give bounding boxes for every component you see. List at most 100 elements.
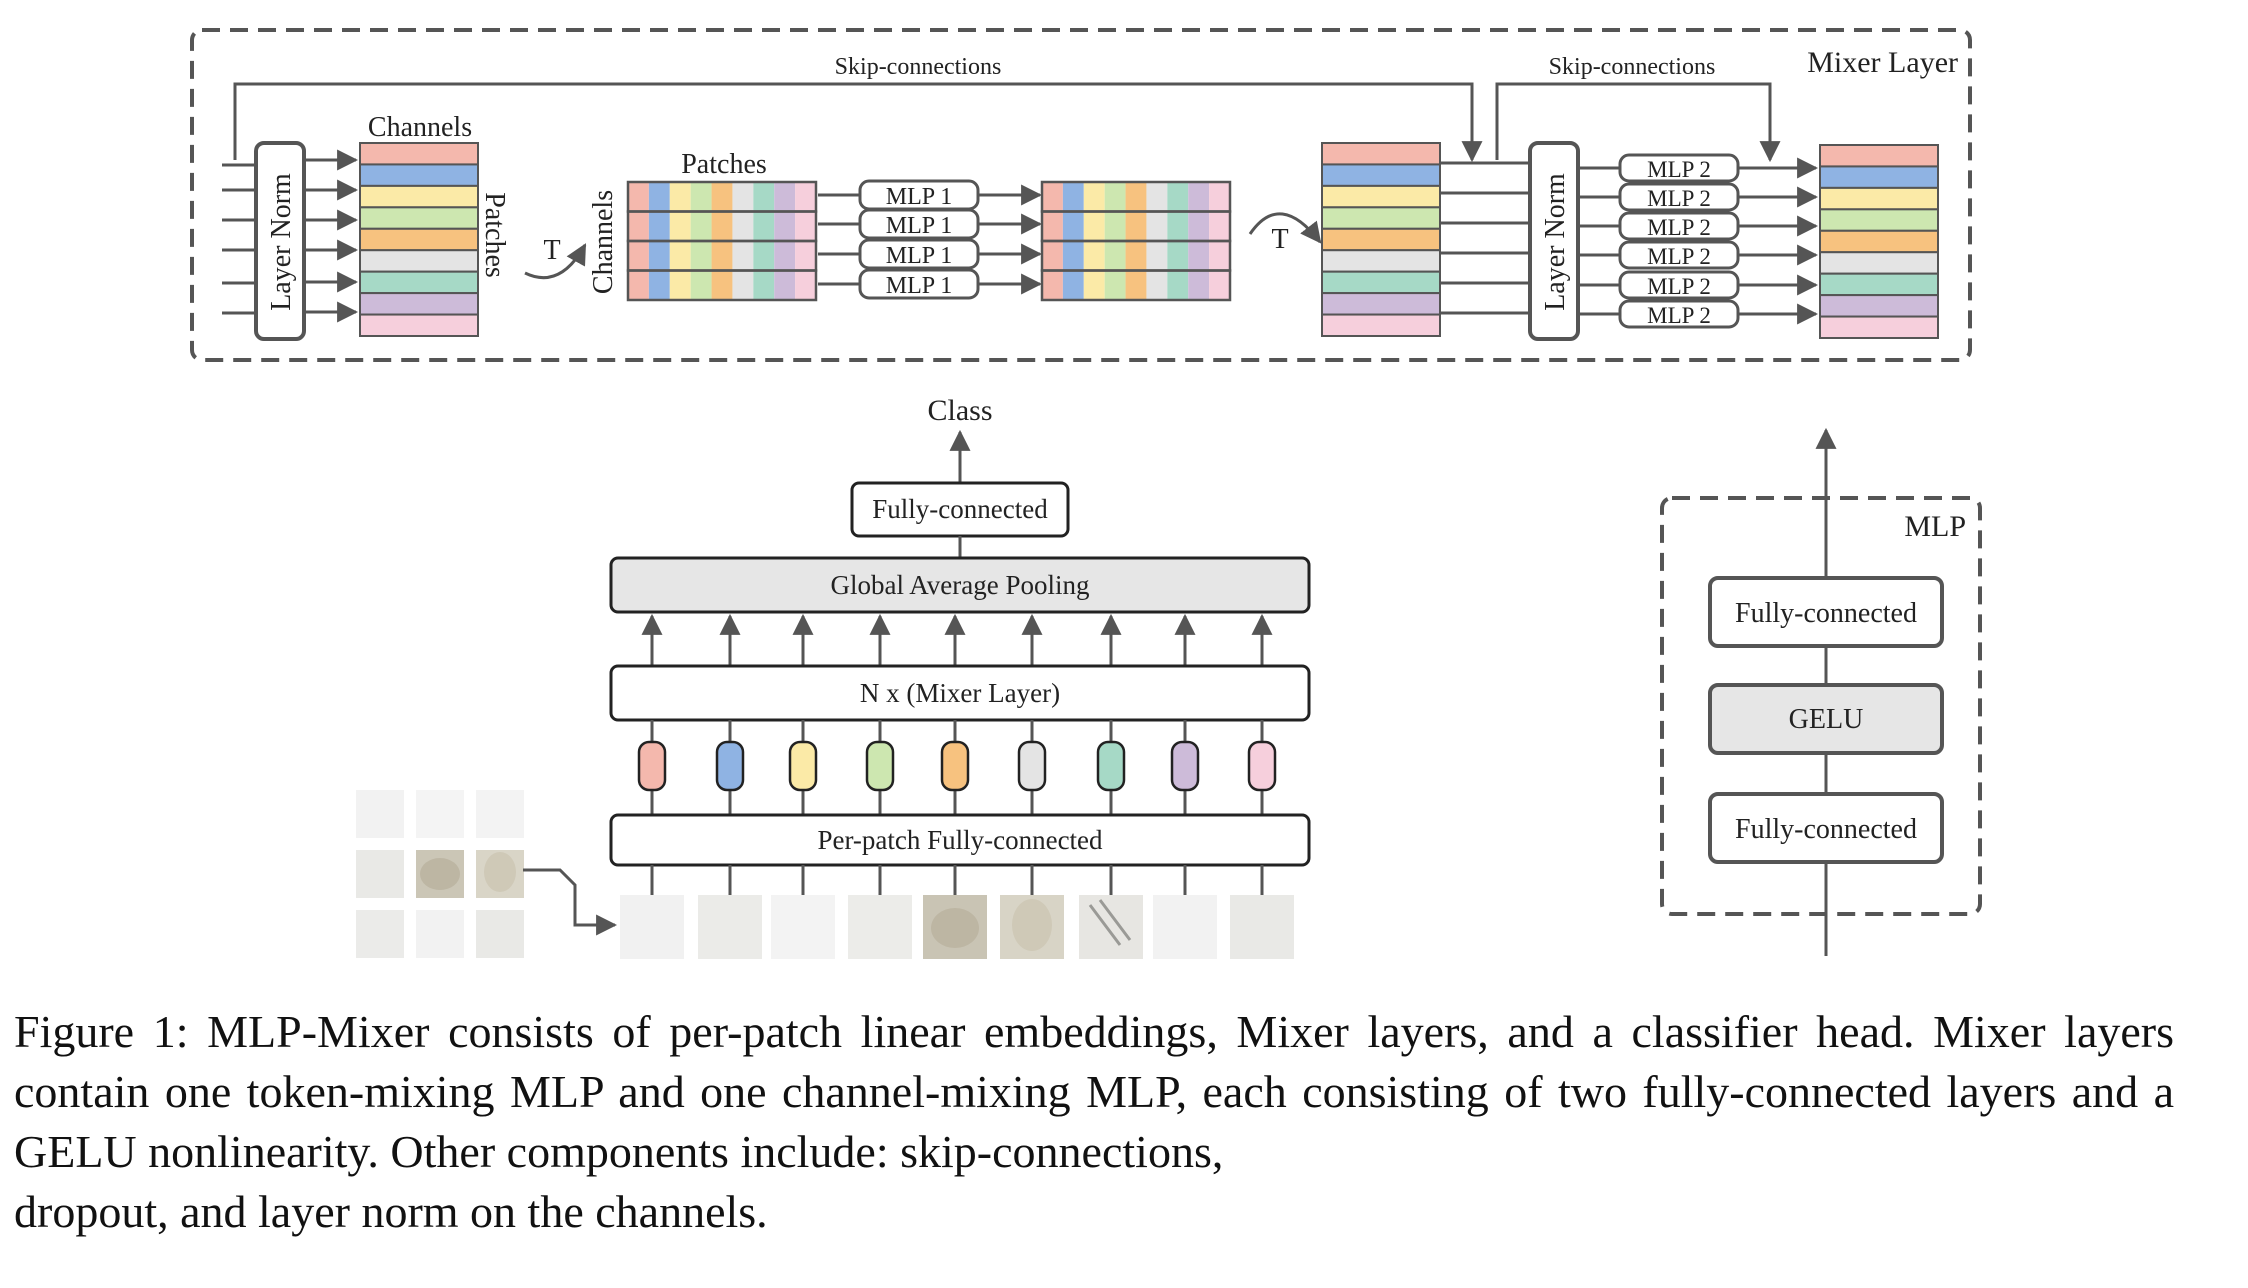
mixer-stack-box [609, 664, 1311, 722]
tbl1-row [359, 142, 479, 166]
image-grid-tile [356, 850, 404, 898]
mlp1-label-2: MLP 1 [886, 213, 952, 239]
tbl3-row-border [1040, 269, 1232, 302]
token-embeddings [637, 720, 1277, 815]
patch-tile [698, 895, 762, 959]
global-average-pooling-label: Global Average Pooling [831, 570, 1090, 600]
global-average-pooling-box [609, 556, 1311, 614]
transpose-2-arrow [1248, 212, 1322, 244]
token-embedding [1247, 740, 1277, 792]
image-grid-tile [356, 910, 404, 958]
mixer-layer-title: Mixer Layer [1807, 46, 1958, 79]
tbl4-row [1321, 184, 1441, 209]
image-grid-tile [476, 790, 524, 838]
mlp2-label-4: MLP 2 [1647, 244, 1711, 269]
mlp-gelu-label: GELU [1789, 704, 1864, 735]
input-lines [222, 163, 256, 315]
tbl5-row [1819, 272, 1939, 297]
tbl1-row [359, 270, 479, 295]
patch-whisk [1088, 899, 1132, 946]
per-patch-fc-label: Per-patch Fully-connected [817, 825, 1103, 855]
layer-norm-2 [1528, 141, 1580, 341]
mlp-fc-bottom-box [1708, 792, 1944, 864]
output-table-5 [1819, 144, 1939, 339]
mlp2-group: MLP 2 MLP 2 MLP 2 MLP 2 MLP 2 MLP 2 [1578, 153, 1819, 329]
image-grid-tile [416, 790, 464, 838]
patch-tile [848, 895, 912, 959]
mlp1-label-3: MLP 1 [886, 243, 952, 269]
table1-patches-label: Patches [479, 192, 510, 278]
patch-tile [1079, 895, 1143, 959]
mlp-fc-bottom-label: Fully-connected [1735, 814, 1917, 845]
tbl5-row [1819, 144, 1939, 168]
layer-norm-1 [254, 141, 306, 341]
tbl1-row [359, 313, 479, 337]
patch-channel-table-4 [1321, 142, 1441, 337]
channel-patch-table-2 [626, 180, 818, 302]
mlp-fc-top-box [1708, 576, 1944, 648]
caption-last-line: dropout, and layer norm on the channels. [14, 1186, 768, 1237]
per-patch-fc-box [609, 813, 1311, 867]
skip-connection-1-label: Skip-connections [835, 54, 1002, 80]
tbl4-row [1321, 163, 1441, 187]
mlp-block-frame [1660, 496, 1982, 916]
table2-channels-label: Channels [588, 190, 619, 294]
token-embedding [1096, 740, 1126, 792]
mlp2-label-6: MLP 2 [1647, 303, 1711, 328]
tbl1-row [359, 292, 479, 316]
tbl1-row [359, 227, 479, 252]
patch-channel-table-1 [359, 142, 479, 337]
mixer-stack-label: N x (Mixer Layer) [860, 678, 1060, 708]
tbl2-row-border [626, 269, 818, 302]
image-grid-tile [416, 910, 464, 958]
token-embedding [637, 740, 667, 792]
token-embedding [1170, 740, 1200, 792]
table4-output-lines [1440, 161, 1538, 315]
token-arrows-to-gap [641, 613, 1273, 666]
mlp2-label-5: MLP 2 [1647, 274, 1711, 299]
image-grid-tile [356, 790, 404, 838]
patch-sequence [620, 895, 1294, 959]
token-embedding [865, 740, 895, 792]
transpose-1-label: T [543, 235, 560, 266]
tbl1-row [359, 184, 479, 209]
mlp-gelu-box [1708, 683, 1944, 755]
mlp-mixer-diagram: Mixer Layer Skip-connections Skip-connec… [190, 28, 1982, 959]
layer-norm-1-label: Layer Norm [266, 173, 297, 311]
tbl5-row [1819, 251, 1939, 275]
token-embedding [715, 740, 745, 792]
fc-head-label: Fully-connected [872, 494, 1048, 524]
table1-channels-label: Channels [368, 112, 472, 143]
skip-connection-2-label: Skip-connections [1549, 54, 1716, 80]
tbl4-row [1321, 249, 1441, 273]
transpose-1-arrow [524, 243, 587, 280]
mlp1-label-1: MLP 1 [886, 184, 952, 210]
patch-tile [1230, 895, 1294, 959]
token-embedding [788, 740, 818, 792]
skip-connection-2-line [1495, 82, 1781, 163]
mlp1-label-4: MLP 1 [886, 273, 952, 299]
class-label: Class [927, 394, 992, 427]
tbl4-row [1321, 142, 1441, 166]
tbl4-row [1321, 227, 1441, 252]
image-to-patches-arrow [523, 868, 618, 936]
tbl5-row [1819, 208, 1939, 232]
token-embedding [940, 740, 970, 792]
patch-mixer-body [931, 908, 979, 948]
transpose-2-label: T [1271, 224, 1288, 255]
skip-connection-1-line [233, 82, 1483, 163]
patch-tile [771, 895, 835, 959]
mlp-block-title: MLP [1904, 510, 1966, 543]
image-mixer-body [420, 858, 460, 890]
token-embedding [1017, 740, 1047, 792]
mlp-fc-top-label: Fully-connected [1735, 598, 1917, 629]
channel-patch-table-3 [1040, 180, 1232, 302]
tbl5-row [1819, 165, 1939, 189]
tbl1-row [359, 249, 479, 273]
image-grid-tile [476, 910, 524, 958]
layernorm-1-arrows [304, 149, 359, 323]
layer-norm-2-label: Layer Norm [1540, 173, 1571, 311]
input-image-patch-grid [356, 790, 524, 958]
mlp2-label-1: MLP 2 [1647, 157, 1711, 182]
tbl5-row [1819, 186, 1939, 211]
